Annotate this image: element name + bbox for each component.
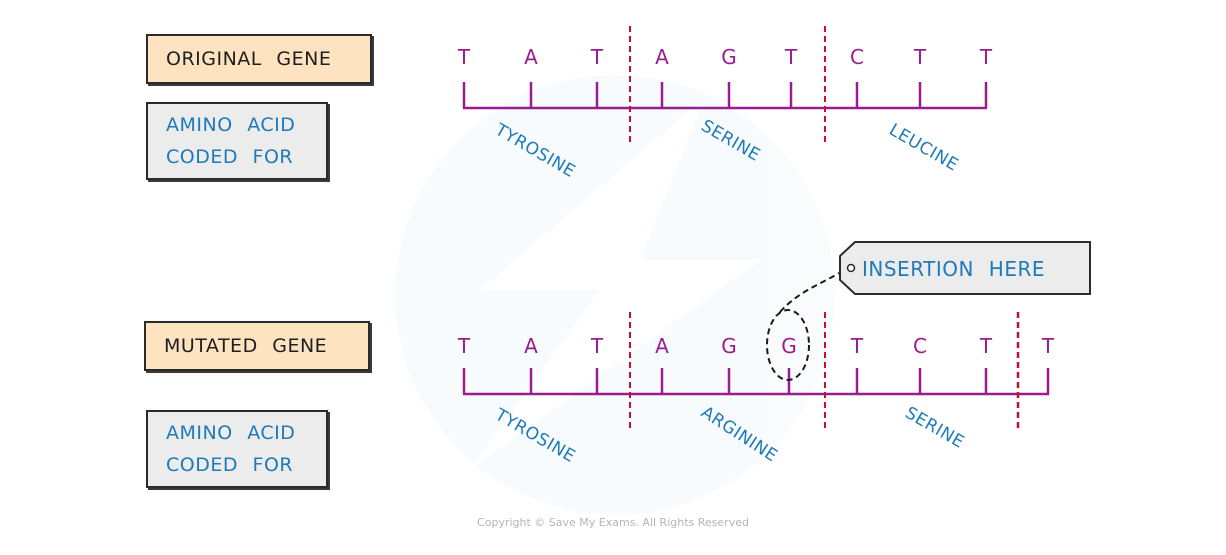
base-letter: T [457, 334, 471, 358]
base-letter: C [913, 334, 927, 358]
base-letter: T [1041, 334, 1055, 358]
base-letter: T [913, 45, 927, 69]
original-gene-text: ORIGINAL GENE [166, 48, 332, 70]
amino-box-line2: CODED FOR [166, 146, 294, 168]
base-letter: T [784, 45, 798, 69]
insertion-callout-tag: INSERTION HERE [839, 241, 1091, 295]
base-letter: G [721, 45, 737, 69]
base-letter: G [781, 334, 797, 358]
mutated-gene-label: MUTATED GENE [144, 321, 370, 371]
base-letter: T [590, 45, 604, 69]
amino-acid-label: LEUCINE [886, 120, 962, 176]
base-letter: T [457, 45, 471, 69]
amino-acid-label: SERINE [902, 403, 968, 453]
base-letter: T [590, 334, 604, 358]
base-letter: T [850, 334, 864, 358]
amino-box-line1: AMINO ACID [166, 114, 296, 136]
amino-box-line2: CODED FOR [166, 454, 294, 476]
base-letter: A [655, 45, 669, 69]
copyright-notice: Copyright © Save My Exams. All Rights Re… [477, 516, 749, 529]
base-letter: C [850, 45, 864, 69]
amino-acid-label-box-top: AMINO ACID CODED FOR [146, 102, 328, 180]
base-letter: A [524, 45, 538, 69]
base-letter: G [721, 334, 737, 358]
watermark-logo-icon [395, 75, 835, 515]
amino-acid-label-box-bottom: AMINO ACID CODED FOR [146, 410, 328, 488]
mutated-gene-text: MUTATED GENE [164, 335, 328, 357]
original-gene-label: ORIGINAL GENE [146, 34, 372, 84]
base-letter: T [979, 45, 993, 69]
base-letter: T [979, 334, 993, 358]
tag-hole-icon [846, 263, 856, 273]
callout-text: INSERTION HERE [862, 257, 1045, 281]
insertion-highlight-circle [766, 309, 810, 381]
base-letter: A [524, 334, 538, 358]
amino-box-line1: AMINO ACID [166, 422, 296, 444]
base-letter: A [655, 334, 669, 358]
